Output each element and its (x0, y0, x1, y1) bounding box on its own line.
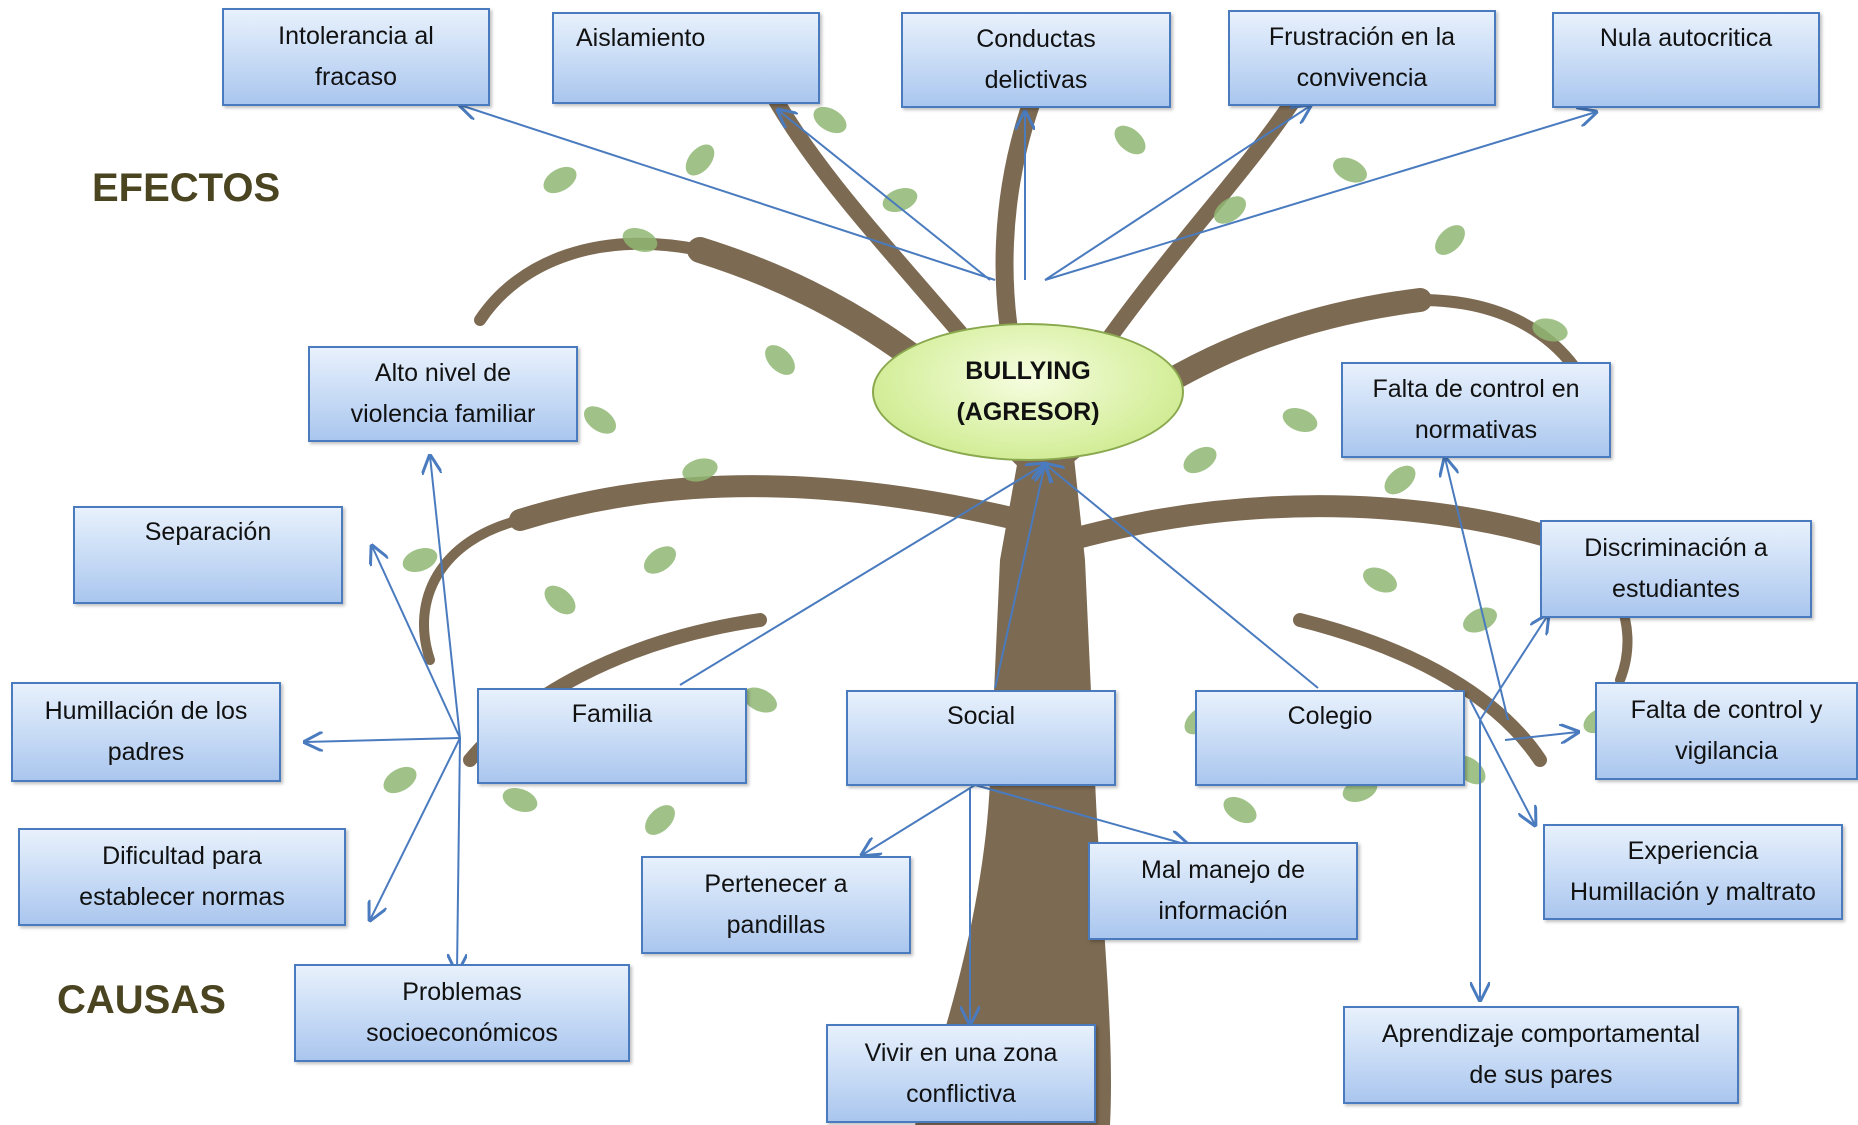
colegio-falta-normativas: Falta de control en normativas (1341, 362, 1611, 458)
cause-text: Aprendizaje comportamental (1381, 1020, 1701, 1048)
cause-text: pandillas (726, 911, 826, 939)
cause-text: conflictiva (906, 1079, 1016, 1108)
cause-text: Social (946, 702, 1016, 730)
cause-text: Discriminación a (1584, 534, 1768, 562)
arrow-to-discriminacion (1479, 615, 1548, 721)
cause-text: Problemas (402, 978, 522, 1006)
effect-text: Nula autocritica (1599, 24, 1773, 52)
cause-text: de sus pares (1469, 1061, 1613, 1089)
effect-text: Intolerancia al (278, 22, 434, 50)
tree-leaves (383, 106, 1617, 835)
arrow-to-vigilancia (1504, 732, 1578, 740)
cause-social: Social (846, 690, 1116, 786)
arrow-familia-to-center (679, 464, 1045, 686)
cause-text: socioeconómicos (366, 1019, 558, 1047)
effect-frustracion: Frustración en la convivencia (1228, 10, 1496, 106)
arrow-to-dificultad (370, 737, 461, 920)
cause-text: Mal manejo de (1141, 856, 1305, 884)
cause-text: Falta de control en (1372, 375, 1580, 403)
cause-text: Separación (144, 518, 272, 546)
effect-text: Aislamiento (576, 24, 706, 52)
center-line1: BULLYING (965, 357, 1091, 385)
cause-familia: Familia (477, 688, 747, 784)
arrow-to-aislamiento (778, 110, 991, 281)
arrow-to-falta-normativas (1445, 458, 1509, 721)
colegio-vigilancia: Falta de control y vigilancia (1595, 682, 1858, 780)
cause-text: padres (107, 738, 185, 766)
arrow-to-mal-manejo (974, 784, 1188, 845)
familia-violencia: Alto nivel de violencia familiar (308, 346, 578, 442)
arrow-to-pandillas (862, 784, 976, 855)
cause-text: Humillación y maltrato (1570, 878, 1816, 906)
cause-text: violencia familiar (350, 400, 536, 428)
arrow-to-separacion (372, 546, 461, 739)
effect-text: Conductas (976, 25, 1096, 53)
center-node-bullying: BULLYING (AGRESOR) (872, 323, 1184, 461)
cause-text: Falta de control y (1630, 696, 1823, 724)
familia-dificultad: Dificultad para establecer normas (18, 828, 346, 926)
colegio-discriminacion: Discriminación a estudiantes (1540, 520, 1812, 618)
cause-text: Colegio (1287, 702, 1373, 730)
cause-text: vigilancia (1675, 737, 1778, 765)
cause-text: establecer normas (79, 883, 285, 911)
cause-text: información (1158, 897, 1288, 925)
arrow-to-nula (1044, 112, 1596, 281)
cause-text: estudiantes (1612, 575, 1740, 603)
effect-conductas: Conductas delictivas (901, 12, 1171, 108)
efectos-label: EFECTOS (92, 166, 281, 210)
cause-text: Humillación de los (44, 697, 248, 725)
cause-text: Alto nivel de (374, 359, 512, 387)
social-pandillas: Pertenecer a pandillas (641, 856, 911, 954)
center-line2: (AGRESOR) (956, 398, 1100, 426)
cause-text: normativas (1414, 416, 1538, 444)
effect-text: fracaso (315, 63, 397, 91)
arrow-to-humillacion (305, 738, 461, 742)
cause-text: Familia (571, 700, 653, 728)
social-mal-manejo: Mal manejo de información (1088, 842, 1358, 940)
arrow-to-frustracion (1044, 106, 1310, 281)
cause-text: Vivir en una zona (864, 1038, 1058, 1067)
effect-text: Frustración en la (1268, 23, 1456, 51)
cause-colegio: Colegio (1195, 690, 1465, 786)
arrow-colegio-to-center (1045, 464, 1319, 689)
effect-nula: Nula autocritica (1552, 12, 1820, 108)
familia-problemas: Problemas socioeconómicos (294, 964, 630, 1062)
effect-text: delictivas (984, 66, 1088, 94)
cause-text: Dificultad para (102, 842, 262, 870)
cause-text: Pertenecer a (704, 870, 848, 898)
effect-text: convivencia (1296, 64, 1428, 92)
effect-intolerancia: Intolerancia al fracaso (222, 8, 490, 106)
familia-humillacion: Humillación de los padres (11, 682, 281, 782)
colegio-aprendizaje: Aprendizaje comportamental de sus pares (1343, 1006, 1739, 1104)
social-zona: Vivir en una zona conflictiva (826, 1024, 1096, 1123)
familia-separacion: Separación (73, 506, 343, 604)
arrow-to-violencia (430, 456, 461, 739)
causas-label: CAUSAS (57, 978, 226, 1022)
arrow-to-problemas (457, 737, 460, 972)
arrow-to-intolerancia (460, 105, 996, 281)
cause-text: Experiencia (1627, 837, 1759, 865)
arrow-social-to-center (994, 464, 1045, 689)
effect-aislamiento: Aislamiento (552, 12, 820, 104)
